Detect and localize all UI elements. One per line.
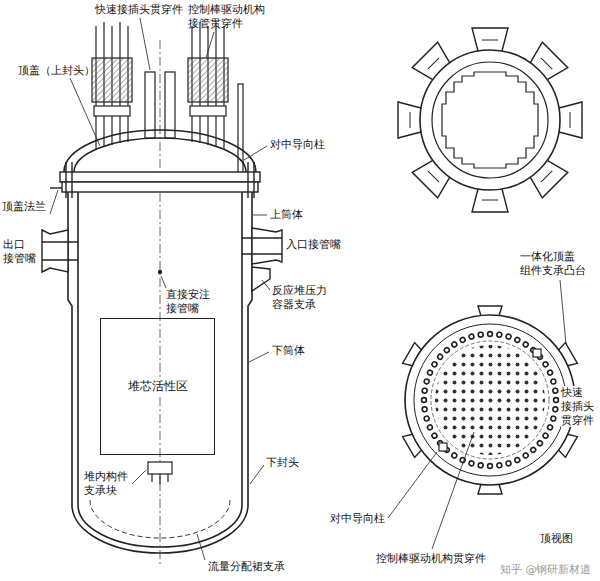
watermark: 知乎 @钢研新材道	[500, 563, 592, 577]
part-label: 快速接插头贯穿件	[95, 3, 183, 17]
part-label: 反应堆压力 容器支承	[272, 284, 331, 312]
guide-post	[238, 84, 243, 180]
flange	[50, 162, 260, 198]
part-label: 对中导向柱	[330, 512, 385, 526]
part-label: 下筒体	[272, 344, 305, 358]
center-line	[160, 40, 161, 566]
part-label: 堆内构件 支承块	[84, 470, 132, 498]
part-label: 入口接管嘴	[286, 238, 341, 252]
leader-lines	[50, 18, 566, 560]
flow-skirt	[90, 500, 230, 538]
head-plan	[398, 28, 582, 212]
part-label: 快速 接插头 贯穿件	[561, 386, 597, 427]
node-label: 堆芯活性区	[126, 378, 190, 395]
part-label: 直接安注 接管嘴	[166, 288, 214, 316]
outlet-nozzle	[42, 230, 78, 272]
part-label: 控制棒驱动机构 接管贯穿件	[188, 3, 269, 31]
part-label: 顶视图	[540, 532, 573, 546]
part-label: 下封头	[266, 456, 299, 470]
part-label: 顶盖（上封头）	[18, 64, 95, 78]
part-label: 对中导向柱	[270, 138, 325, 152]
top-view	[403, 306, 578, 494]
injection-nozzle	[158, 270, 162, 274]
core-region-box: 堆芯活性区	[100, 318, 215, 455]
part-label: 流量分配裙支承	[208, 560, 285, 574]
top-head	[64, 130, 256, 172]
part-label: 一体化顶盖 组件支承凸台	[520, 250, 590, 278]
part-label: 顶盖法兰	[2, 200, 46, 214]
part-label: 上筒体	[270, 208, 303, 222]
inlet-nozzle	[242, 228, 282, 291]
internals-support	[148, 462, 172, 484]
part-label: 控制棒驱动机构贯穿件	[376, 552, 486, 566]
part-label: 出口 接管嘴	[3, 238, 40, 266]
vessel-shell	[68, 192, 252, 553]
